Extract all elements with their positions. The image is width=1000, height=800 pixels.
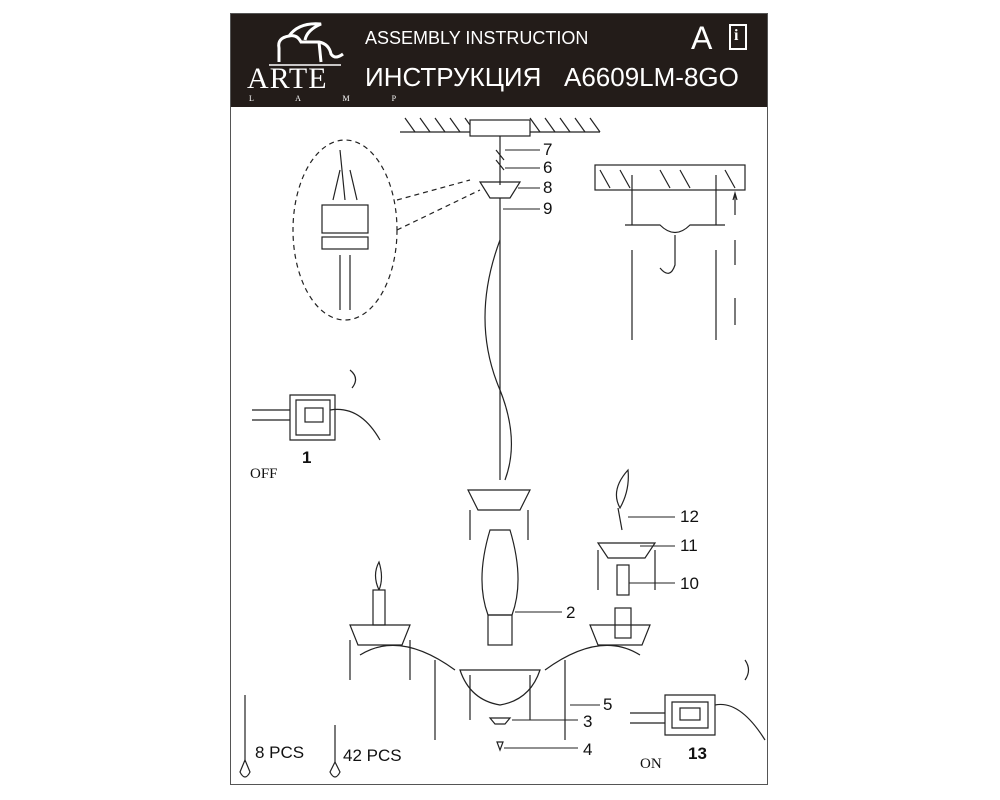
model-number: A6609LM-8GO [564, 62, 739, 92]
callout-7: 7 [543, 140, 553, 159]
large-strand-count: 42 PCS [343, 746, 402, 765]
switch-off-label: OFF [250, 466, 278, 482]
callout-6: 6 [543, 158, 553, 177]
terminal-block-icon [321, 149, 369, 310]
callout-5: 5 [603, 695, 613, 714]
callout-10: 10 [680, 574, 699, 593]
instruction-sheet [230, 13, 768, 785]
callout-13: 13 [688, 744, 707, 763]
arm-parts-exploded [596, 468, 657, 639]
crystal-strand-icons [239, 695, 341, 778]
info-book-icon: i [729, 24, 747, 50]
chandelier-body [349, 489, 651, 752]
wire [495, 136, 505, 185]
canopy-icon [478, 181, 522, 199]
wall-switch-off-icon [252, 369, 381, 441]
brand-name: ARTE [247, 62, 328, 95]
griffin-logo-icon [269, 22, 344, 66]
switch-on-label: ON [640, 756, 662, 772]
header-banner: ARTE L A M P ASSEMBLY INSTRUCTION ИНСТРУ… [231, 14, 767, 107]
ceiling-hook-diagram [594, 164, 746, 340]
title-english: ASSEMBLY INSTRUCTION [365, 28, 589, 48]
chain-icon [484, 215, 512, 481]
wall-switch-on-icon [630, 659, 766, 741]
callout-9: 9 [543, 199, 553, 218]
small-strand-count: 8 PCS [255, 743, 305, 762]
callout-3: 3 [583, 712, 593, 731]
callout-12: 12 [680, 507, 699, 526]
title-russian: ИНСТРУКЦИЯ [365, 62, 542, 92]
callout-1: 1 [302, 448, 312, 467]
callout-2: 2 [566, 603, 576, 622]
callout-8: 8 [543, 178, 553, 197]
category-letter: A [691, 20, 713, 56]
brand-subtitle: L A M P [249, 94, 417, 103]
callout-4: 4 [583, 740, 593, 759]
ceiling-hatch [400, 117, 601, 137]
wiring-detail-bubble [292, 139, 398, 321]
callout-11: 11 [680, 536, 698, 555]
callout-leaders [503, 149, 675, 749]
info-glyph: i [734, 27, 739, 44]
